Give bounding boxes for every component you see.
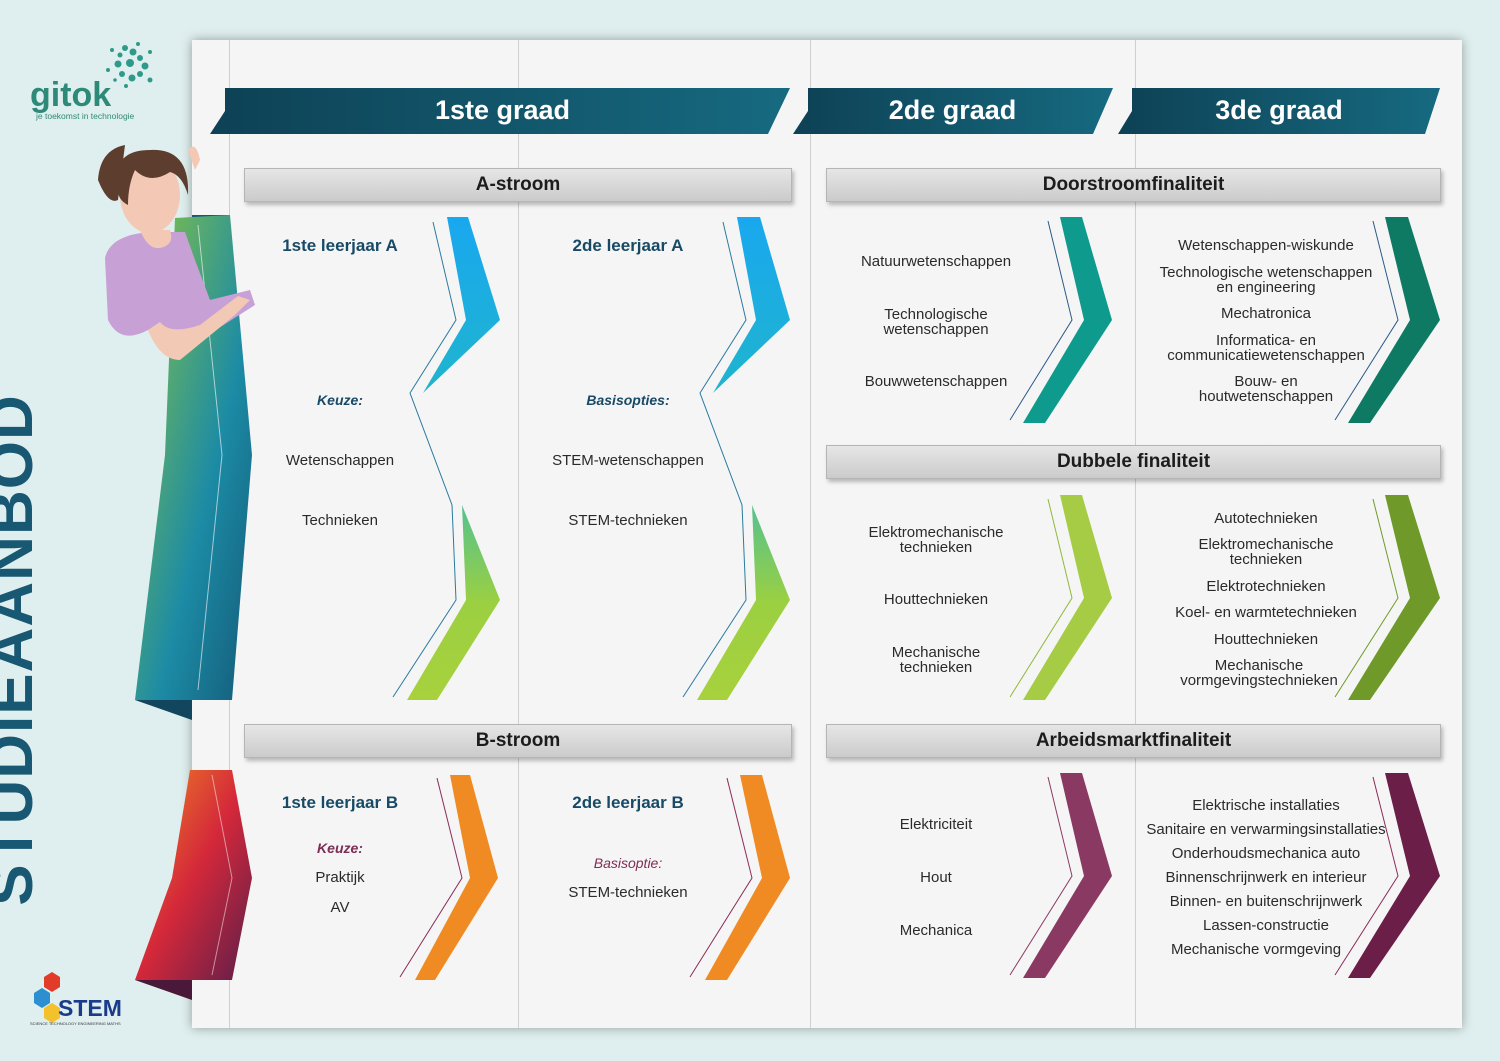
fold-line [518,40,519,1028]
dubbele-3-item: Houttechnieken [1213,631,1319,648]
fold-line [1135,40,1136,1028]
a1-item: Technieken [302,512,378,529]
arbeid-2-item: Hout [920,869,952,886]
b1-item: AV [330,899,350,916]
doorstroom-2-item: Bouwwetenschappen [864,373,1008,390]
arbeid-3-item: Binnen- en buitenschrijnwerk [1169,893,1363,910]
gitok-tagline: je toekomst in technologie [36,111,135,121]
dubbele-3-item: Mechanische vormgevingstechnieken [1180,657,1338,689]
arbeid-3-item: Mechanische vormgeving [1170,941,1342,958]
stem-logo: STEM [58,995,122,1021]
section-a-stroom: A-stroom [244,168,792,202]
gitok-logo-mark [106,42,153,88]
section-arbeidsmarktfinaliteit: Arbeidsmarktfinaliteit [826,724,1441,758]
stem-logo-mark [34,972,60,1023]
side-title: STUDIEAANBOD [0,394,46,906]
fold-line [810,40,811,1028]
banner-3de-graad: 3de graad [1215,95,1343,125]
dubbele-3-item: Koel- en warmtetechnieken [1175,604,1357,621]
gitok-logo: gitok [30,76,112,114]
a1-label: Keuze: [317,392,363,408]
banner-2de-graad: 2de graad [888,95,1017,125]
arbeid-3-item: Binnenschrijnwerk en interieur [1165,869,1367,886]
arbeid-3-item: Lassen-constructie [1203,917,1329,934]
arbeid-2-item: Elektriciteit [899,816,973,833]
banner-1ste-graad: 1ste graad [434,95,571,125]
b2-item: STEM-technieken [568,884,688,901]
section-doorstroomfinaliteit: Doorstroomfinaliteit [826,168,1441,202]
doorstroom-3-item: Wetenschappen-wiskunde [1178,237,1354,254]
poster-sheet [192,40,1462,1028]
dubbele-3-item: Autotechnieken [1214,510,1318,527]
arbeid-3-item: Onderhoudsmechanica auto [1171,845,1361,862]
dubbele-2-item: Mechanische technieken [891,644,981,676]
arbeid-3-item: Elektrische installaties [1192,797,1340,814]
stem-logo-subtitle: SCIENCE TECHNOLOGY ENGINEERING MATHS [30,1021,121,1026]
section-dubbele-finaliteit: Dubbele finaliteit [826,445,1441,479]
dubbele-2-item: Elektromechanische technieken [868,524,1004,556]
doorstroom-3-item: Mechatronica [1220,305,1312,322]
a2-label: Basisopties: [586,392,670,408]
b1-label: Keuze: [317,840,363,856]
doorstroom-3-item: Bouw- en houtwetenschappen [1198,373,1334,405]
dubbele-3-item: Elektrotechnieken [1206,578,1326,595]
a2-title: 2de leerjaar A [572,236,684,255]
a2-item: STEM-wetenschappen [552,452,704,469]
a1-title: 1ste leerjaar A [282,236,398,255]
section-b-stroom: B-stroom [244,724,792,758]
a2-item: STEM-technieken [568,512,688,529]
arbeid-3-item: Sanitaire en verwarmingsinstallaties [1146,821,1386,838]
doorstroom-2-item: Technologische wetenschappen [883,306,989,338]
a1-item: Wetenschappen [285,452,395,469]
doorstroom-3-item: Informatica- en communicatiewetenschappe… [1167,332,1365,364]
person-illustration [98,145,255,360]
arbeid-2-item: Mechanica [899,922,973,939]
doorstroom-2-item: Natuurwetenschappen [860,253,1012,270]
b2-title: 2de leerjaar B [572,793,684,812]
dubbele-2-item: Houttechnieken [883,591,989,608]
b1-title: 1ste leerjaar B [281,793,399,812]
b2-label: Basisoptie: [593,855,663,871]
dubbele-3-item: Elektromechanische technieken [1198,536,1334,568]
doorstroom-3-item: Technologische wetenschappen en engineer… [1159,264,1373,296]
b1-item: Praktijk [315,869,365,886]
